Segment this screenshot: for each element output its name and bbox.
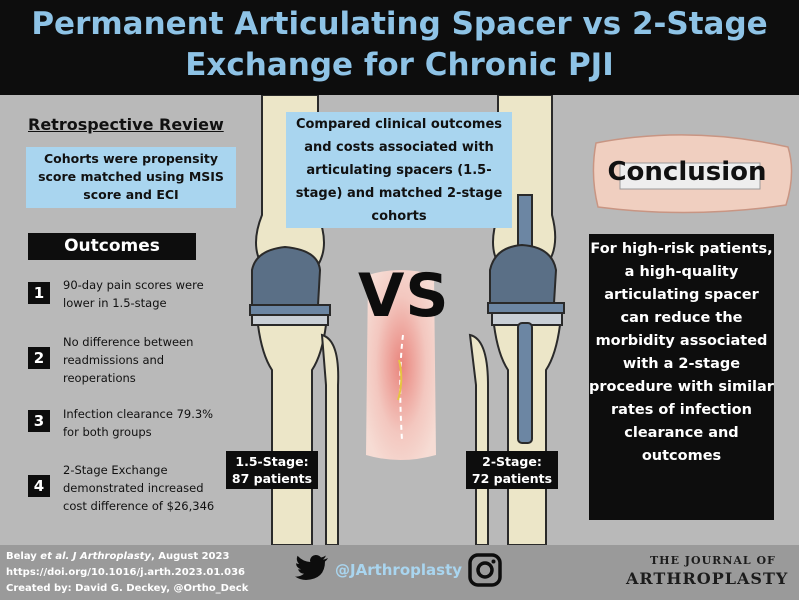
outcome-text-4: 2-Stage Exchange demonstrated increased … (63, 463, 215, 513)
footer: Belay et al. J Arthroplasty, August 2023… (0, 545, 799, 600)
left-cohort-count: 1.5-Stage: 87 patients (226, 451, 318, 489)
bandage-illustration (592, 134, 793, 214)
conclusion-title: Conclusion (607, 157, 767, 187)
outcome-text-3: Infection clearance 79.3% for both group… (63, 407, 214, 439)
created-by: Created by: David G. Deckey, @Ortho_Deck (6, 583, 249, 594)
right-cohort-count: 2-Stage: 72 patients (466, 451, 558, 489)
right-cohort-count-line1: 2-Stage: (482, 454, 542, 469)
twitter-icon[interactable] (294, 554, 330, 584)
citation: Belay et al. J Arthroplasty, August 2023… (6, 549, 248, 597)
outcome-number-1: 1 (28, 282, 50, 304)
journal-name-line1: THE JOURNAL OF (650, 554, 776, 567)
citation-line: Belay et al. J Arthroplasty, August 2023 (6, 549, 248, 565)
outcomes-label: Outcomes (28, 233, 196, 260)
main-panel: Retrospective Review Cohorts were propen… (0, 95, 799, 545)
instagram-icon[interactable] (467, 552, 503, 588)
comparison-box: Compared clinical outcomes and costs ass… (286, 112, 512, 228)
page-title: Permanent Articulating Spacer vs 2-Stage… (0, 4, 799, 86)
left-cohort-count-line1: 1.5-Stage: (235, 454, 309, 469)
review-title: Retrospective Review (28, 115, 224, 134)
outcome-number-2: 2 (28, 347, 50, 369)
title-line-2: Exchange for Chronic PJI (185, 47, 614, 83)
outcome-text-1: 90-day pain scores were lower in 1.5-sta… (63, 278, 204, 310)
journal-name-line2: ARTHROPLASTY (626, 569, 789, 588)
cohort-box: Cohorts were propensity score matched us… (26, 147, 236, 208)
citation-date: , August 2023 (150, 551, 230, 562)
conclusion-box: For high-risk patients, a high-quality a… (589, 234, 774, 520)
title-line-1: Permanent Articulating Spacer vs 2-Stage (31, 6, 768, 42)
citation-author: Belay (6, 551, 41, 562)
right-cohort-count-line2: 72 patients (471, 471, 553, 486)
twitter-handle[interactable]: @JArthroplasty (335, 561, 463, 579)
left-cohort-count-line2: 87 patients (231, 471, 313, 486)
outcome-number-3: 3 (28, 410, 50, 432)
knee-incision-illustration (366, 270, 436, 460)
outcome-number-4: 4 (28, 475, 50, 497)
vs-label: VS (358, 261, 450, 331)
doi-link[interactable]: https://doi.org/10.1016/j.arth.2023.01.0… (6, 567, 245, 578)
header-banner: Permanent Articulating Spacer vs 2-Stage… (0, 0, 799, 95)
outcome-text-2: No difference between readmissions and r… (63, 335, 194, 385)
citation-journal: et al. J Arthroplasty (40, 551, 151, 562)
